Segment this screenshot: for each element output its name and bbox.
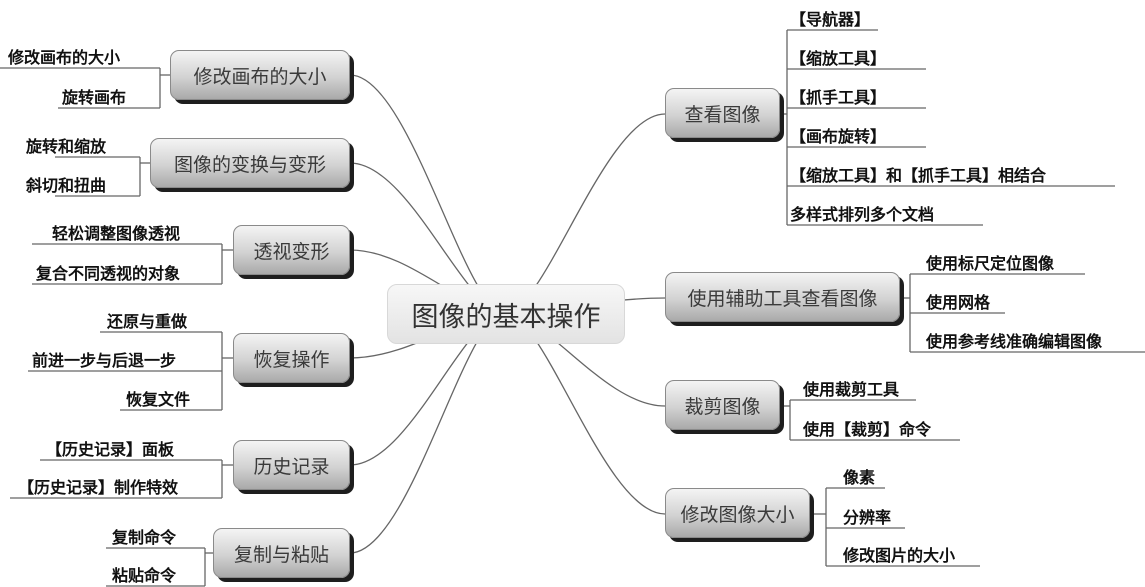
leaf-topic[interactable]: 使用裁剪工具 <box>803 380 900 399</box>
leaf-topic[interactable]: 修改画布的大小 <box>8 48 121 67</box>
leaf-topic[interactable]: 使用【裁剪】命令 <box>803 420 932 439</box>
branch-node[interactable]: 复制与粘贴 <box>213 528 350 578</box>
leaf-topic[interactable]: 【历史记录】制作特效 <box>18 478 179 497</box>
leaf-topic[interactable]: 使用参考线准确编辑图像 <box>926 332 1103 351</box>
branch-node[interactable]: 使用辅助工具查看图像 <box>665 272 900 322</box>
leaf-topic[interactable]: 分辨率 <box>843 508 892 527</box>
leaf-topic[interactable]: 斜切和扭曲 <box>26 176 107 195</box>
branch-node[interactable]: 恢复操作 <box>233 333 350 383</box>
leaf-topic[interactable]: 恢复文件 <box>126 390 191 409</box>
branch-curve <box>349 312 506 554</box>
leaf-topic[interactable]: 前进一步与后退一步 <box>32 351 177 370</box>
central-topic[interactable]: 图像的基本操作 <box>387 284 625 344</box>
leaf-topic[interactable]: 复制命令 <box>112 528 177 547</box>
branch-node[interactable]: 查看图像 <box>665 88 780 138</box>
leaf-topic[interactable]: 还原与重做 <box>107 312 188 331</box>
branch-node[interactable]: 修改图像大小 <box>665 488 810 538</box>
leaf-topic[interactable]: 轻松调整图像透视 <box>52 224 181 243</box>
leaf-topic[interactable]: 【缩放工具】和【抓手工具】相结合 <box>790 166 1047 185</box>
leaf-topic[interactable]: 【历史记录】面板 <box>46 440 175 459</box>
leaf-topic[interactable]: 【画布旋转】 <box>790 127 887 146</box>
leaf-topic[interactable]: 像素 <box>843 468 876 487</box>
leaf-topic[interactable]: 修改图片的大小 <box>843 546 956 565</box>
leaf-topic[interactable]: 复合不同透视的对象 <box>36 264 181 283</box>
leaf-topic[interactable]: 旋转和缩放 <box>26 137 107 156</box>
branch-node[interactable]: 历史记录 <box>233 440 350 490</box>
leaf-topic[interactable]: 粘贴命令 <box>112 566 177 585</box>
leaf-topic[interactable]: 使用网格 <box>926 293 991 312</box>
branch-node[interactable]: 图像的变换与变形 <box>150 138 350 188</box>
branch-node[interactable]: 透视变形 <box>233 225 350 275</box>
leaf-topic[interactable]: 【导航器】 <box>790 10 871 29</box>
branch-node[interactable]: 修改画布的大小 <box>170 50 350 100</box>
leaf-topic[interactable]: 【抓手工具】 <box>790 88 887 107</box>
leaf-topic[interactable]: 使用标尺定位图像 <box>926 254 1055 273</box>
leaf-topic[interactable]: 【缩放工具】 <box>790 49 887 68</box>
leaf-topic[interactable]: 旋转画布 <box>62 88 127 107</box>
branch-node[interactable]: 裁剪图像 <box>665 380 780 430</box>
leaf-topic[interactable]: 多样式排列多个文档 <box>790 205 935 224</box>
